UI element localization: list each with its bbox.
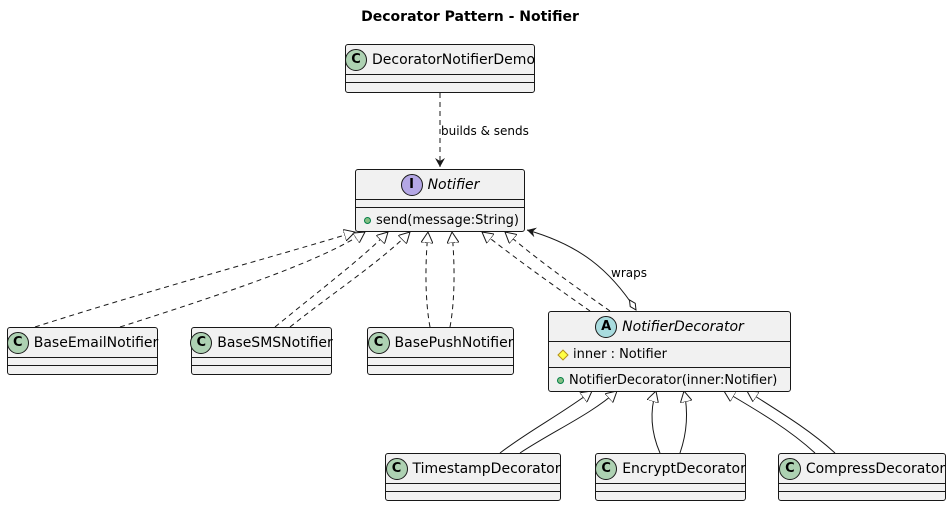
methods-compartment [596,492,745,500]
public-visibility-icon [364,217,371,224]
fields-compartment [8,358,157,366]
class-base-email-notifier[interactable]: C BaseEmailNotifier [6,327,159,375]
field-inner: inner : Notifier [557,344,782,365]
methods-compartment [779,492,945,500]
inheritance-compress-edge-2 [747,391,836,454]
class-c-icon: C [778,457,801,480]
class-encrypt-decorator[interactable]: C EncryptDecorator [595,453,746,501]
class-base-push-notifier[interactable]: C BasePushNotifier [367,327,514,375]
method-signature: NotifierDecorator(inner:Notifier) [569,373,778,388]
inheritance-encrypt-edge [652,391,661,454]
realization-decorator-edge [482,232,591,312]
class-name: EncryptDecorator [622,460,746,477]
fields-compartment [346,75,534,83]
class-header: C DecoratorNotifierDemo [345,45,536,75]
fields-compartment [596,484,745,492]
class-compress-decorator[interactable]: C CompressDecorator [778,453,946,501]
fields-compartment [779,484,945,492]
fields-compartment [192,358,331,366]
class-name: TimestampDecorator [412,460,561,477]
class-c-icon: C [345,48,367,71]
class-c-icon: C [595,457,618,480]
class-header: C TimestampDecorator [385,454,561,484]
realization-email-edge-2 [119,232,365,328]
field-signature: inner : Notifier [573,347,667,362]
fields-compartment [386,484,560,492]
realization-push-edge [426,232,430,328]
methods-compartment: send(message:String) [356,208,524,233]
fields-compartment [368,358,513,366]
class-decorator-notifier-demo[interactable]: C DecoratorNotifierDemo [345,44,535,93]
class-name: DecoratorNotifierDemo [372,51,536,68]
class-timestamp-decorator[interactable]: C TimestampDecorator [385,453,561,501]
method-signature: send(message:String) [376,213,520,228]
class-header: C CompressDecorator [778,454,946,484]
class-header: C BasePushNotifier [367,328,514,358]
fields-compartment: inner : Notifier [549,342,790,368]
abstract-class-notifier-decorator[interactable]: A NotifierDecorator inner : Notifier Not… [548,311,791,392]
realization-sms-edge [274,232,388,328]
protected-visibility-icon [557,348,569,361]
class-c-icon: C [6,331,29,354]
method-send: send(message:String) [364,210,520,231]
class-header: I Notifier [356,170,524,200]
class-c-icon: C [385,457,408,480]
class-name: CompressDecorator [805,460,946,477]
methods-compartment [368,366,513,374]
methods-compartment: NotifierDecorator(inner:Notifier) [549,368,790,393]
interface-notifier[interactable]: I Notifier send(message:String) [355,169,525,232]
realization-email-edge [34,232,355,328]
inheritance-timestamp-edge [499,391,592,454]
inheritance-encrypt-edge-2 [679,391,687,454]
realization-sms-edge-2 [289,232,410,328]
realization-decorator-edge-2 [505,232,611,312]
methods-compartment [386,492,560,500]
diagram-title: Decorator Pattern - Notifier [361,9,579,25]
class-header: C BaseEmailNotifier [6,328,159,358]
class-header: C EncryptDecorator [595,454,746,484]
class-name: BasePushNotifier [394,334,514,351]
class-name: BaseEmailNotifier [33,334,159,351]
realization-push-edge-2 [450,232,454,328]
class-name: Notifier [427,176,480,193]
fields-compartment [356,200,524,208]
aggregation-wraps-edge [526,230,636,310]
methods-compartment [346,83,534,91]
constructor-notifier-decorator: NotifierDecorator(inner:Notifier) [557,370,782,391]
class-header: C BaseSMSNotifier [190,328,333,358]
inheritance-timestamp-edge-2 [519,391,617,454]
abstract-a-icon: A [595,315,618,338]
wraps-edge-label: wraps [611,266,647,280]
class-c-icon: C [367,331,390,354]
public-visibility-icon [557,377,564,384]
methods-compartment [192,366,331,374]
builds-edge-label: builds & sends [441,124,529,138]
class-base-sms-notifier[interactable]: C BaseSMSNotifier [190,327,333,375]
class-name: BaseSMSNotifier [217,334,333,351]
class-c-icon: C [190,331,213,354]
interface-i-icon: I [400,173,423,196]
class-name: NotifierDecorator [622,318,744,335]
inheritance-compress-edge [724,391,816,454]
class-header: A NotifierDecorator [549,312,790,342]
methods-compartment [8,366,157,374]
